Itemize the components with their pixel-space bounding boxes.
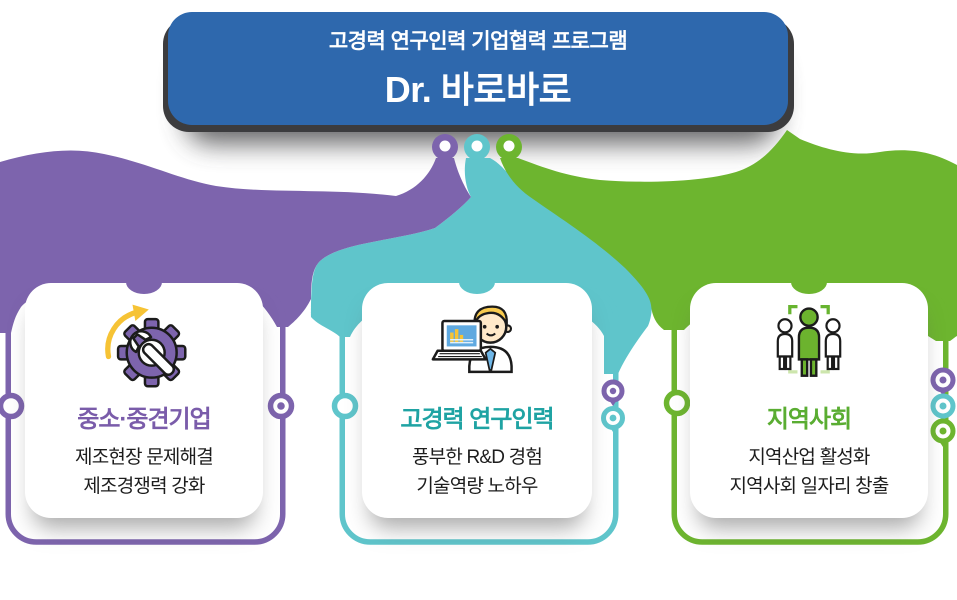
card-title: 지역사회 [766, 406, 852, 433]
program-subtitle: 고경력 연구인력 기업협력 프로그램 [328, 29, 628, 53]
ring-decoration-green-left [663, 389, 691, 417]
gear-wrench-icon [105, 304, 187, 388]
card-description: 지역산업 활성화 지역사회 일자리 창출 [729, 443, 889, 502]
card-line: 지역산업 활성화 [748, 447, 870, 468]
card-line: 풍부한 R&D 경험 [411, 447, 543, 468]
program-header: 고경력 연구인력 기업협력 프로그램 Dr. 바로바로 [168, 12, 788, 125]
ring-decoration-teal-mid [601, 406, 625, 432]
pin-green-icon [496, 134, 522, 160]
card-title: 중소·중견기업 [77, 406, 211, 433]
card-community: 지역사회 지역산업 활성화 지역사회 일자리 창출 [690, 270, 928, 518]
pin-decoration-purple-mid [601, 379, 625, 406]
pin-teal-icon [464, 134, 490, 160]
card-top-notch [791, 270, 827, 294]
researcher-laptop-icon [431, 305, 513, 374]
ribbon-purple [0, 150, 471, 333]
pin-purple-icon [432, 134, 458, 160]
card-line: 제조경쟁력 강화 [83, 476, 205, 498]
card-description: 풍부한 R&D 경험 기술역량 노하우 [411, 443, 543, 502]
card-line: 기술역량 노하우 [416, 476, 538, 498]
ring-decoration-purple-right [267, 392, 295, 420]
card-top-notch [126, 270, 162, 294]
card-top-notch [459, 270, 495, 294]
card-line: 지역사회 일자리 창출 [729, 476, 889, 498]
card-line: 제조현장 문제해결 [75, 447, 214, 468]
community-people-icon [776, 304, 842, 377]
program-title: Dr. 바로바로 [384, 68, 572, 110]
card-researchers: 고경력 연구인력 풍부한 R&D 경험 기술역량 노하우 [362, 270, 592, 518]
card-description: 제조현장 문제해결 제조경쟁력 강화 [75, 443, 214, 502]
pin-chain-right [930, 367, 956, 447]
ring-decoration-teal-left [331, 392, 359, 420]
card-title: 고경력 연구인력 [400, 406, 554, 433]
ring-decoration-purple-left [0, 392, 25, 420]
card-sme: 중소·중견기업 제조현장 문제해결 제조경쟁력 강화 [25, 270, 263, 518]
